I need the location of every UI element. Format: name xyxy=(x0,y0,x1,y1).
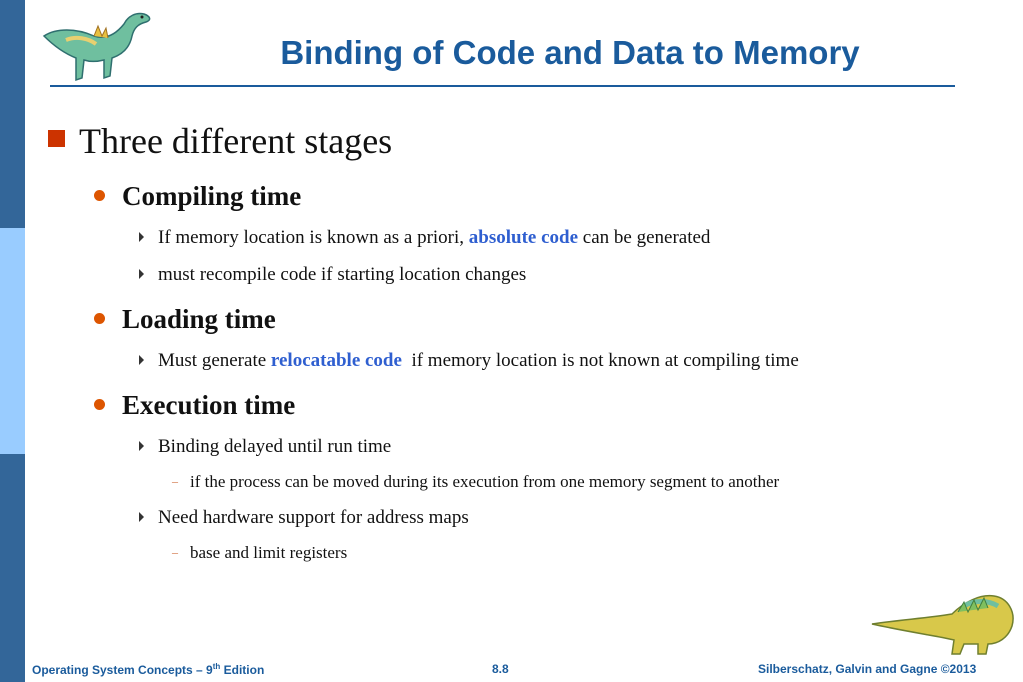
highlight-term: absolute code xyxy=(468,227,579,248)
dot-bullet-icon xyxy=(94,313,105,324)
subsubbullet-process-moved: –if the process can be moved during its … xyxy=(172,472,779,492)
bullet-execution-time: Execution time xyxy=(94,390,295,421)
bullet-heading: Compiling time xyxy=(122,181,302,211)
bullet-text: must recompile code if starting location… xyxy=(158,264,527,285)
dinosaur-footer-icon xyxy=(871,594,1014,655)
subbullet-recompile: must recompile code if starting location… xyxy=(139,264,526,286)
footer-text: Operating System Concepts – 9 xyxy=(32,663,213,677)
arrow-bullet-icon xyxy=(139,269,144,279)
bullet-heading: Loading time xyxy=(122,304,276,334)
bullet-text: if memory location is not known at compi… xyxy=(401,350,799,371)
dash-bullet-icon: – xyxy=(172,474,178,488)
subbullet-relocatable-code: Must generate relocatable code if memory… xyxy=(139,350,799,372)
sidebar-segment-light xyxy=(0,228,25,454)
page-title: Binding of Code and Data to Memory xyxy=(280,34,860,71)
arrow-bullet-icon xyxy=(139,512,144,522)
page-number: 8.8 xyxy=(492,662,509,676)
bullet-heading: Execution time xyxy=(122,390,296,420)
square-bullet-icon xyxy=(48,130,65,147)
title-underline xyxy=(50,85,955,87)
dot-bullet-icon xyxy=(94,190,105,201)
bullet-text: Need hardware support for address maps xyxy=(158,507,469,528)
bullet-text: can be generated xyxy=(578,227,711,248)
footer-text: Edition xyxy=(220,663,265,677)
bullet-text: If memory location is known as a priori, xyxy=(158,227,469,248)
subbullet-binding-delayed: Binding delayed until run time xyxy=(139,436,391,458)
arrow-bullet-icon xyxy=(139,355,144,365)
footer-authors: Silberschatz, Galvin and Gagne ©2013 xyxy=(758,662,977,676)
arrow-bullet-icon xyxy=(139,232,144,242)
dash-bullet-icon: – xyxy=(172,545,178,559)
subbullet-absolute-code: If memory location is known as a priori,… xyxy=(139,227,710,249)
bullet-loading-time: Loading time xyxy=(94,304,276,335)
subsubbullet-base-limit: –base and limit registers xyxy=(172,543,347,563)
highlight-term: relocatable code xyxy=(270,350,402,371)
footer-superscript: th xyxy=(212,662,221,671)
arrow-bullet-icon xyxy=(139,441,144,451)
dinosaur-logo-icon xyxy=(42,12,151,82)
dot-bullet-icon xyxy=(94,399,105,410)
bullet-three-stages: Three different stages xyxy=(48,120,392,162)
bullet-text: Binding delayed until run time xyxy=(158,436,392,457)
footer-book-title: Operating System Concepts – 9th Edition xyxy=(32,662,264,677)
bullet-text: Three different stages xyxy=(79,121,393,161)
sidebar-stripe xyxy=(0,0,25,682)
bullet-text: if the process can be moved during its e… xyxy=(190,472,780,491)
sidebar-segment-dark xyxy=(0,0,25,228)
bullet-text: Must generate xyxy=(158,350,271,371)
sidebar-segment-dark xyxy=(0,454,25,682)
bullet-text: base and limit registers xyxy=(190,543,348,562)
bullet-compiling-time: Compiling time xyxy=(94,181,301,212)
subbullet-hardware-support: Need hardware support for address maps xyxy=(139,507,469,529)
